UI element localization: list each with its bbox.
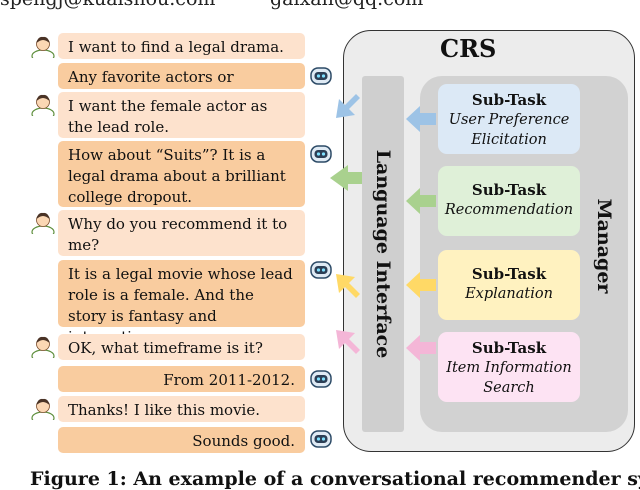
user-message-1: I want to find a legal drama. [58, 33, 305, 59]
robot-icon [310, 145, 332, 163]
robot-icon [310, 67, 332, 85]
system-message-3: It is a legal movie whose lead role is a… [58, 260, 305, 346]
subtask-item-search: Sub-Task Item Information Search [438, 332, 580, 402]
arrow-left-icon [406, 335, 436, 361]
subtask-title: Sub-Task [471, 91, 547, 109]
arrow-diagonal-icon [336, 330, 360, 354]
user-avatar-icon [31, 398, 55, 420]
system-message-5: Sounds good. [58, 427, 305, 453]
robot-icon [310, 370, 332, 388]
user-message-4: OK, what timeframe is it? [58, 334, 305, 360]
subtask-desc: User Preference [448, 112, 570, 128]
user-avatar-icon [31, 94, 55, 116]
system-message-4: From 2011-2012. [58, 366, 305, 392]
user-avatar-icon [31, 36, 55, 58]
system-message-2: How about “Suits”? It is a legal drama a… [58, 141, 305, 207]
subtask-desc: Item Information [446, 360, 572, 376]
subtask-desc: Explanation [465, 286, 553, 302]
figure-caption: Figure 1: An example of a conversational… [30, 468, 640, 490]
arrow-diagonal-icon [336, 94, 360, 118]
arrow-diagonal-icon [330, 165, 362, 191]
subtask-desc: Recommendation [444, 202, 574, 218]
robot-icon [310, 261, 332, 279]
user-message-3: Why do you recommend it to me? [58, 210, 305, 256]
subtask-desc: Search [483, 380, 535, 396]
subtask-title: Sub-Task [471, 339, 547, 357]
language-interface-bar [362, 76, 404, 432]
header-right-email: gaixan@qq.com [270, 0, 423, 10]
robot-icon [310, 430, 332, 448]
subtask-desc: Elicitation [471, 132, 547, 148]
arrow-left-icon [406, 106, 436, 132]
crs-title: CRS [440, 34, 497, 63]
user-avatar-icon [31, 212, 55, 234]
subtask-title: Sub-Task [471, 181, 547, 199]
subtask-preference-elicitation: Sub-Task User Preference Elicitation [438, 84, 580, 154]
arrow-diagonal-icon [336, 274, 360, 298]
subtask-explanation: Sub-Task Explanation [438, 250, 580, 320]
subtask-recommendation: Sub-Task Recommendation [438, 166, 580, 236]
user-avatar-icon [31, 336, 55, 358]
arrow-left-icon [406, 188, 436, 214]
user-message-2: I want the female actor as the lead role… [58, 92, 305, 138]
header-left-email: spengj@kuaishou.com [0, 0, 215, 10]
subtask-title: Sub-Task [471, 265, 547, 283]
user-message-5: Thanks! I like this movie. [58, 396, 305, 422]
arrow-left-icon [406, 272, 436, 298]
